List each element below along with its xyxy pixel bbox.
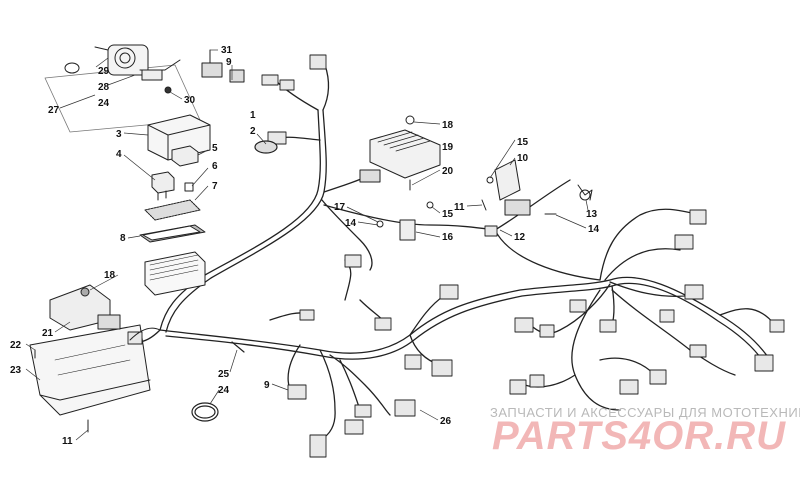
callout-26: 26 (440, 416, 452, 427)
callout-27: 27 (48, 105, 60, 116)
leader-lines (25, 49, 589, 441)
callout-29: 29 (98, 66, 110, 77)
callout-19: 19 (442, 142, 454, 153)
callout-4: 4 (116, 149, 122, 160)
callout-16: 16 (442, 232, 454, 243)
sensor-bracket (376, 159, 593, 241)
callout-1: 1 (250, 110, 256, 121)
callout-7: 7 (212, 181, 218, 192)
callout-24-bottom: 24 (218, 385, 230, 396)
watermark-caption: ЗАПЧАСТИ И АКСЕССУАРЫ ДЛЯ МОТОТЕХНИКИ (490, 405, 800, 420)
callout-12: 12 (514, 232, 526, 243)
relay-wire-left (129, 327, 161, 341)
callout-14-left: 14 (345, 218, 357, 229)
callout-23: 23 (10, 365, 22, 376)
callout-9-bottom: 9 (264, 380, 270, 391)
callout-17: 17 (334, 202, 346, 213)
callout-15-mid: 15 (442, 209, 454, 220)
harness-connectors (127, 54, 785, 458)
callout-22: 22 (10, 340, 22, 351)
battery-tray (29, 284, 151, 433)
callout-14-right: 14 (588, 224, 600, 235)
callout-15-top: 15 (517, 137, 529, 148)
stator-assembly (44, 44, 245, 133)
callout-5: 5 (212, 143, 218, 154)
callout-3: 3 (116, 129, 122, 140)
callout-2: 2 (250, 126, 256, 137)
callout-30: 30 (184, 95, 196, 106)
callout-9-top: 9 (226, 57, 232, 68)
callout-21: 21 (42, 328, 54, 339)
callout-13: 13 (586, 209, 598, 220)
watermark-logo: PARTS4OR.RU (492, 414, 787, 458)
callout-6: 6 (212, 161, 218, 172)
callout-10: 10 (517, 153, 529, 164)
callout-18-top: 18 (442, 120, 454, 131)
fuse-box-stack (139, 114, 211, 296)
callout-31: 31 (221, 45, 233, 56)
callout-11-mid: 11 (454, 202, 465, 213)
cable-clamps (191, 140, 278, 422)
callout-24-top: 24 (98, 98, 110, 109)
callout-20: 20 (442, 166, 454, 177)
callout-28: 28 (98, 82, 110, 93)
callout-labels: 31 9 29 28 24 30 27 1 2 3 5 4 6 7 8 18 1… (10, 45, 600, 447)
voltage-regulator (359, 115, 441, 191)
callout-11-bottom: 11 (62, 436, 73, 447)
callout-18-left: 18 (104, 270, 116, 281)
callout-8: 8 (120, 233, 126, 244)
callout-25: 25 (218, 369, 230, 380)
